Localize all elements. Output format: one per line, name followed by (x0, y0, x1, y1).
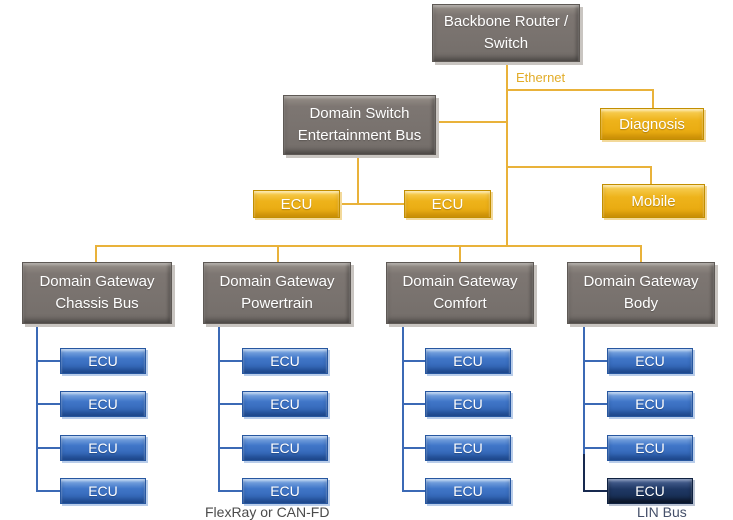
node-label: ECU (270, 396, 300, 412)
node-label: ECU (88, 440, 118, 456)
connector-col4-branch (583, 447, 607, 449)
connector-col4-vertical-lin (583, 454, 585, 492)
node-label: Comfort (433, 295, 487, 312)
node-gateway-comfort: Domain Gateway Comfort (386, 262, 534, 324)
node-label: Mobile (631, 192, 676, 210)
connector-drop-comfort (459, 245, 461, 263)
connector-col1-branch (36, 360, 60, 362)
node-mobile: Mobile (602, 184, 705, 218)
node-label: Powertrain (241, 295, 313, 312)
node-domain-switch-entertainment: Domain Switch Entertainment Bus (283, 95, 436, 155)
node-ecu-powertrain-4: ECU (242, 478, 328, 504)
connector-mobile-horizontal (506, 166, 652, 168)
node-label: ECU (270, 483, 300, 499)
label-flexray-can-fd: FlexRay or CAN-FD (205, 504, 330, 520)
node-ecu-powertrain-2: ECU (242, 391, 328, 417)
connector-gateway-bus (95, 245, 642, 247)
label-ethernet: Ethernet (516, 70, 566, 85)
node-entertainment-ecu-right: ECU (404, 190, 491, 218)
connector-col4-branch (583, 360, 607, 362)
connector-col2-branch (218, 403, 242, 405)
node-ecu-comfort-3: ECU (425, 435, 511, 461)
node-label: Diagnosis (619, 115, 685, 133)
connector-col4-branch-lin (583, 490, 607, 492)
node-label: Entertainment Bus (297, 127, 422, 144)
node-diagnosis: Diagnosis (600, 108, 704, 140)
connector-col1-branch (36, 447, 60, 449)
node-label: Backbone Router / (443, 12, 569, 30)
connector-col2-branch (218, 447, 242, 449)
connector-col2-vertical (218, 324, 220, 492)
node-label: ECU (270, 440, 300, 456)
node-label: ECU (280, 195, 313, 213)
node-label: ECU (635, 396, 665, 412)
connector-col3-branch (402, 447, 425, 449)
node-label: ECU (88, 396, 118, 412)
node-gateway-powertrain: Domain Gateway Powertrain (203, 262, 351, 324)
node-label: ECU (635, 440, 665, 456)
node-gateway-body: Domain Gateway Body (567, 262, 715, 324)
connector-drop-chassis (95, 245, 97, 263)
node-label: Domain Gateway (39, 272, 155, 290)
node-ecu-chassis-2: ECU (60, 391, 146, 417)
node-ecu-comfort-2: ECU (425, 391, 511, 417)
node-label: ECU (635, 353, 665, 369)
node-ecu-body-1: ECU (607, 348, 693, 374)
connector-diagnosis-drop (652, 89, 654, 109)
node-label: Body (623, 295, 659, 312)
connector-diagnosis-horizontal (506, 89, 654, 91)
connector-col3-branch (402, 490, 425, 492)
node-label: Domain Gateway (583, 272, 699, 290)
node-label: ECU (88, 353, 118, 369)
connector-col4-branch (583, 403, 607, 405)
connector-col3-vertical (402, 324, 404, 492)
node-ecu-body-2: ECU (607, 391, 693, 417)
node-ecu-chassis-3: ECU (60, 435, 146, 461)
connector-col3-branch (402, 403, 425, 405)
connector-switch-to-backbone (436, 121, 508, 123)
node-gateway-chassis: Domain Gateway Chassis Bus (22, 262, 172, 324)
connector-col1-vertical (36, 324, 38, 492)
node-label: ECU (453, 353, 483, 369)
connector-col2-branch (218, 490, 242, 492)
connector-col4-vertical (583, 324, 585, 454)
node-label: Domain Switch (309, 104, 410, 122)
node-ecu-chassis-4: ECU (60, 478, 146, 504)
node-ecu-body-3: ECU (607, 435, 693, 461)
node-entertainment-ecu-left: ECU (253, 190, 340, 218)
label-lin-bus: LIN Bus (637, 504, 687, 520)
node-ecu-chassis-1: ECU (60, 348, 146, 374)
node-label: Chassis Bus (55, 295, 139, 312)
connector-col1-branch (36, 403, 60, 405)
connector-mobile-drop (650, 166, 652, 185)
connector-drop-body (640, 245, 642, 263)
node-label: ECU (635, 483, 665, 499)
node-label: Domain Gateway (219, 272, 335, 290)
connector-entertainment-drop (357, 155, 359, 205)
node-ecu-powertrain-1: ECU (242, 348, 328, 374)
node-ecu-comfort-1: ECU (425, 348, 511, 374)
connector-col2-branch (218, 360, 242, 362)
connector-backbone-vertical (506, 62, 508, 247)
node-ecu-powertrain-3: ECU (242, 435, 328, 461)
node-label: ECU (453, 396, 483, 412)
node-backbone-router-switch: Backbone Router / Switch (432, 4, 580, 62)
node-label: Domain Gateway (402, 272, 518, 290)
connector-col3-branch (402, 360, 425, 362)
node-label: ECU (453, 440, 483, 456)
node-label: ECU (270, 353, 300, 369)
node-label: ECU (453, 483, 483, 499)
connector-ecu-to-ecu (340, 203, 404, 205)
node-ecu-body-4-lin: ECU (607, 478, 693, 504)
node-label: Switch (483, 35, 529, 52)
connector-col1-branch (36, 490, 60, 492)
connector-drop-powertrain (277, 245, 279, 263)
node-label: ECU (88, 483, 118, 499)
node-label: ECU (431, 195, 464, 213)
node-ecu-comfort-4: ECU (425, 478, 511, 504)
